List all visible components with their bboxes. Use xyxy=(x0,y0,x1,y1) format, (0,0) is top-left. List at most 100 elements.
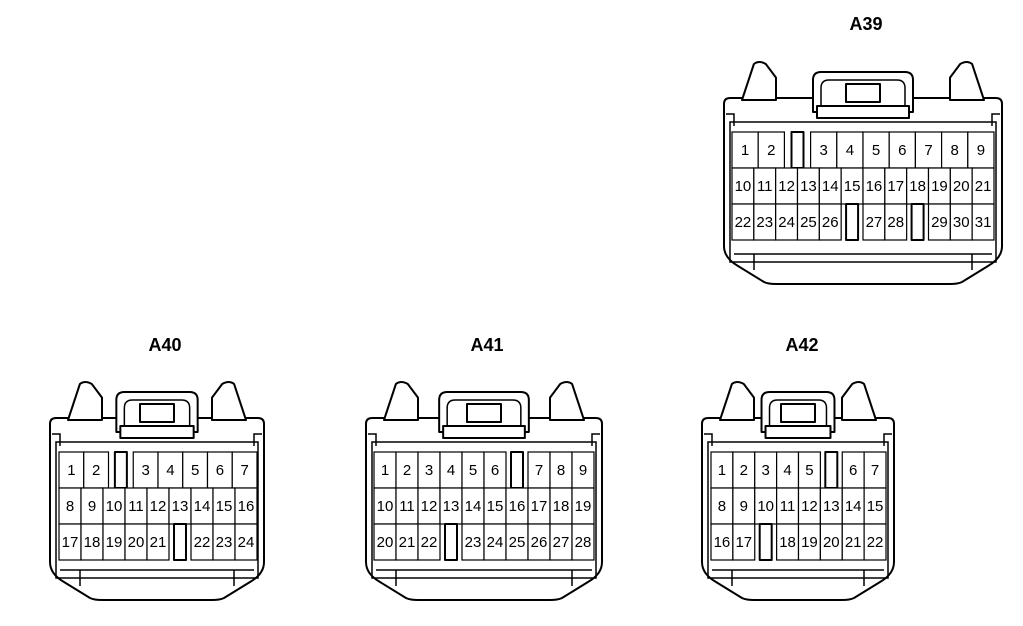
pin-number: 4 xyxy=(166,462,174,479)
right-latch-arm xyxy=(211,381,247,421)
pin-cell xyxy=(157,451,184,489)
pin-number: 21 xyxy=(150,534,167,551)
pin-number: 20 xyxy=(128,534,145,551)
pin-number: 26 xyxy=(822,214,839,231)
pin-number: 5 xyxy=(191,462,199,479)
bottom-rail xyxy=(734,253,992,270)
pin-cell xyxy=(571,523,595,561)
pin-number: 9 xyxy=(740,498,748,515)
key-slot xyxy=(173,523,187,561)
lock-base xyxy=(119,425,195,439)
connector-label: A39 xyxy=(849,14,882,34)
pin-number: 19 xyxy=(106,534,123,551)
pin-number: 1 xyxy=(381,462,389,479)
pin-number: 16 xyxy=(866,178,883,195)
pin-number: 16 xyxy=(714,534,731,551)
pin-number: 18 xyxy=(909,178,926,195)
pin-number: 2 xyxy=(740,462,748,479)
lock-base xyxy=(442,425,526,439)
lock-tab xyxy=(139,403,175,423)
pin-number: 18 xyxy=(84,534,101,551)
side-notches xyxy=(704,433,892,446)
pin-cell xyxy=(206,451,233,489)
pin-number: 3 xyxy=(762,462,770,479)
key-slot xyxy=(910,203,925,241)
pin-number: 21 xyxy=(975,178,992,195)
connector-label: A40 xyxy=(148,335,181,355)
lock-inner xyxy=(820,79,906,110)
pin-number: 10 xyxy=(735,178,752,195)
lock-inner xyxy=(446,399,522,430)
pin-number: 22 xyxy=(421,534,438,551)
pin-number: 27 xyxy=(553,534,570,551)
left-latch-arm xyxy=(719,381,755,421)
bottom-rail xyxy=(60,569,254,586)
pin-number: 25 xyxy=(800,214,817,231)
pin-cell xyxy=(231,451,258,489)
pin-number: 21 xyxy=(399,534,416,551)
pin-cell xyxy=(940,131,969,169)
pin-number: 8 xyxy=(718,498,726,515)
pin-number: 18 xyxy=(779,534,796,551)
inner-frame xyxy=(729,121,997,263)
pin-number: 13 xyxy=(172,498,189,515)
pin-number: 7 xyxy=(535,462,543,479)
pin-number: 17 xyxy=(531,498,548,515)
pin-number: 19 xyxy=(575,498,592,515)
pin-number: 25 xyxy=(509,534,526,551)
bottom-rail xyxy=(712,569,884,586)
inner-frame xyxy=(55,441,259,579)
pin-number: 26 xyxy=(531,534,548,551)
right-latch-arm xyxy=(949,61,985,101)
pin-number: 8 xyxy=(951,142,959,159)
pin-number: 19 xyxy=(931,178,948,195)
pin-number: 3 xyxy=(141,462,149,479)
pin-number: 12 xyxy=(421,498,438,515)
pin-number: 7 xyxy=(240,462,248,479)
key-slot xyxy=(113,451,128,489)
left-latch-arm xyxy=(741,61,777,101)
key-slot xyxy=(845,203,860,241)
pin-number: 17 xyxy=(887,178,904,195)
pin-number: 4 xyxy=(783,462,791,479)
pin-number: 2 xyxy=(403,462,411,479)
pin-number: 18 xyxy=(553,498,570,515)
pin-number: 15 xyxy=(487,498,504,515)
side-notches xyxy=(726,113,1000,126)
pin-number: 11 xyxy=(399,498,415,515)
pin-number: 6 xyxy=(491,462,499,479)
lock-base xyxy=(764,425,832,439)
pin-number: 16 xyxy=(238,498,255,515)
pin-number: 20 xyxy=(953,178,970,195)
pin-number: 2 xyxy=(767,142,775,159)
pin-number: 23 xyxy=(465,534,482,551)
pin-number: 6 xyxy=(898,142,906,159)
pin-number: 11 xyxy=(128,498,144,515)
pin-number: 11 xyxy=(757,178,773,195)
pin-number: 5 xyxy=(872,142,880,159)
pin-number: 14 xyxy=(465,498,482,515)
left-latch-arm xyxy=(383,381,419,421)
pin-number: 22 xyxy=(735,214,752,231)
pin-number: 10 xyxy=(757,498,774,515)
pin-cell xyxy=(182,451,209,489)
pin-cell xyxy=(417,523,441,561)
pin-number: 20 xyxy=(823,534,840,551)
pin-number: 23 xyxy=(756,214,773,231)
pin-cell xyxy=(971,203,995,241)
pin-cell xyxy=(884,203,908,241)
pin-cell xyxy=(967,131,995,169)
pin-cell xyxy=(818,203,842,241)
pin-number: 10 xyxy=(106,498,123,515)
pin-number: 9 xyxy=(977,142,985,159)
pin-number: 13 xyxy=(823,498,840,515)
pin-number: 24 xyxy=(778,214,795,231)
pin-number: 8 xyxy=(66,498,74,515)
pin-number: 15 xyxy=(216,498,233,515)
pin-number: 14 xyxy=(194,498,211,515)
